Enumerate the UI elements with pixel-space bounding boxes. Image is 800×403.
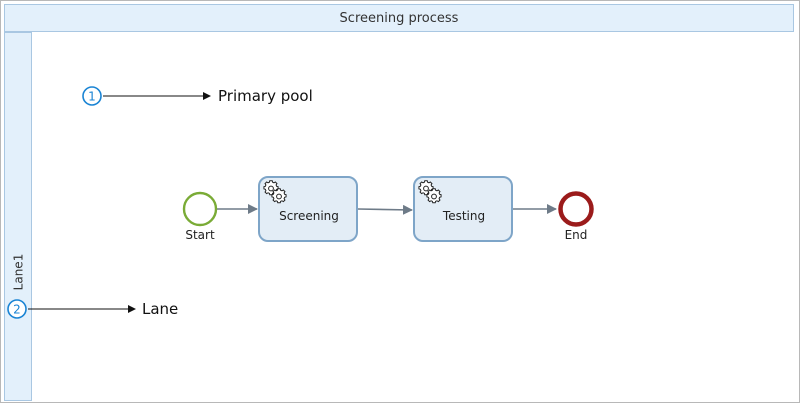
end-event-label: End bbox=[565, 228, 588, 242]
callout-number-1: 1 bbox=[88, 90, 96, 104]
task-testing[interactable]: Testing bbox=[413, 176, 513, 242]
callout-number-2: 2 bbox=[13, 303, 21, 317]
end-event[interactable]: End bbox=[558, 191, 594, 243]
sequence-flow-screening-testing[interactable] bbox=[357, 204, 413, 215]
start-event-label: Start bbox=[185, 228, 215, 242]
start-event[interactable]: Start bbox=[182, 191, 218, 242]
task-screening[interactable]: Screening bbox=[258, 176, 358, 242]
pool-title: Screening process bbox=[339, 10, 459, 26]
callout-label-1: Primary pool bbox=[218, 87, 313, 105]
start-event-circle[interactable] bbox=[182, 191, 218, 227]
lane-header[interactable] bbox=[4, 32, 32, 401]
end-event-circle[interactable] bbox=[558, 191, 594, 227]
pool-header[interactable]: Screening process bbox=[4, 4, 794, 32]
callout-badge-2 bbox=[7, 299, 27, 319]
callout-lane: 2 Lane bbox=[7, 299, 178, 319]
task-testing-label: Testing bbox=[442, 209, 485, 223]
callout-badge-1 bbox=[82, 86, 102, 106]
callout-label-2: Lane bbox=[142, 300, 178, 318]
task-screening-label: Screening bbox=[279, 209, 339, 223]
callout-primary-pool: 1 Primary pool bbox=[82, 86, 313, 106]
